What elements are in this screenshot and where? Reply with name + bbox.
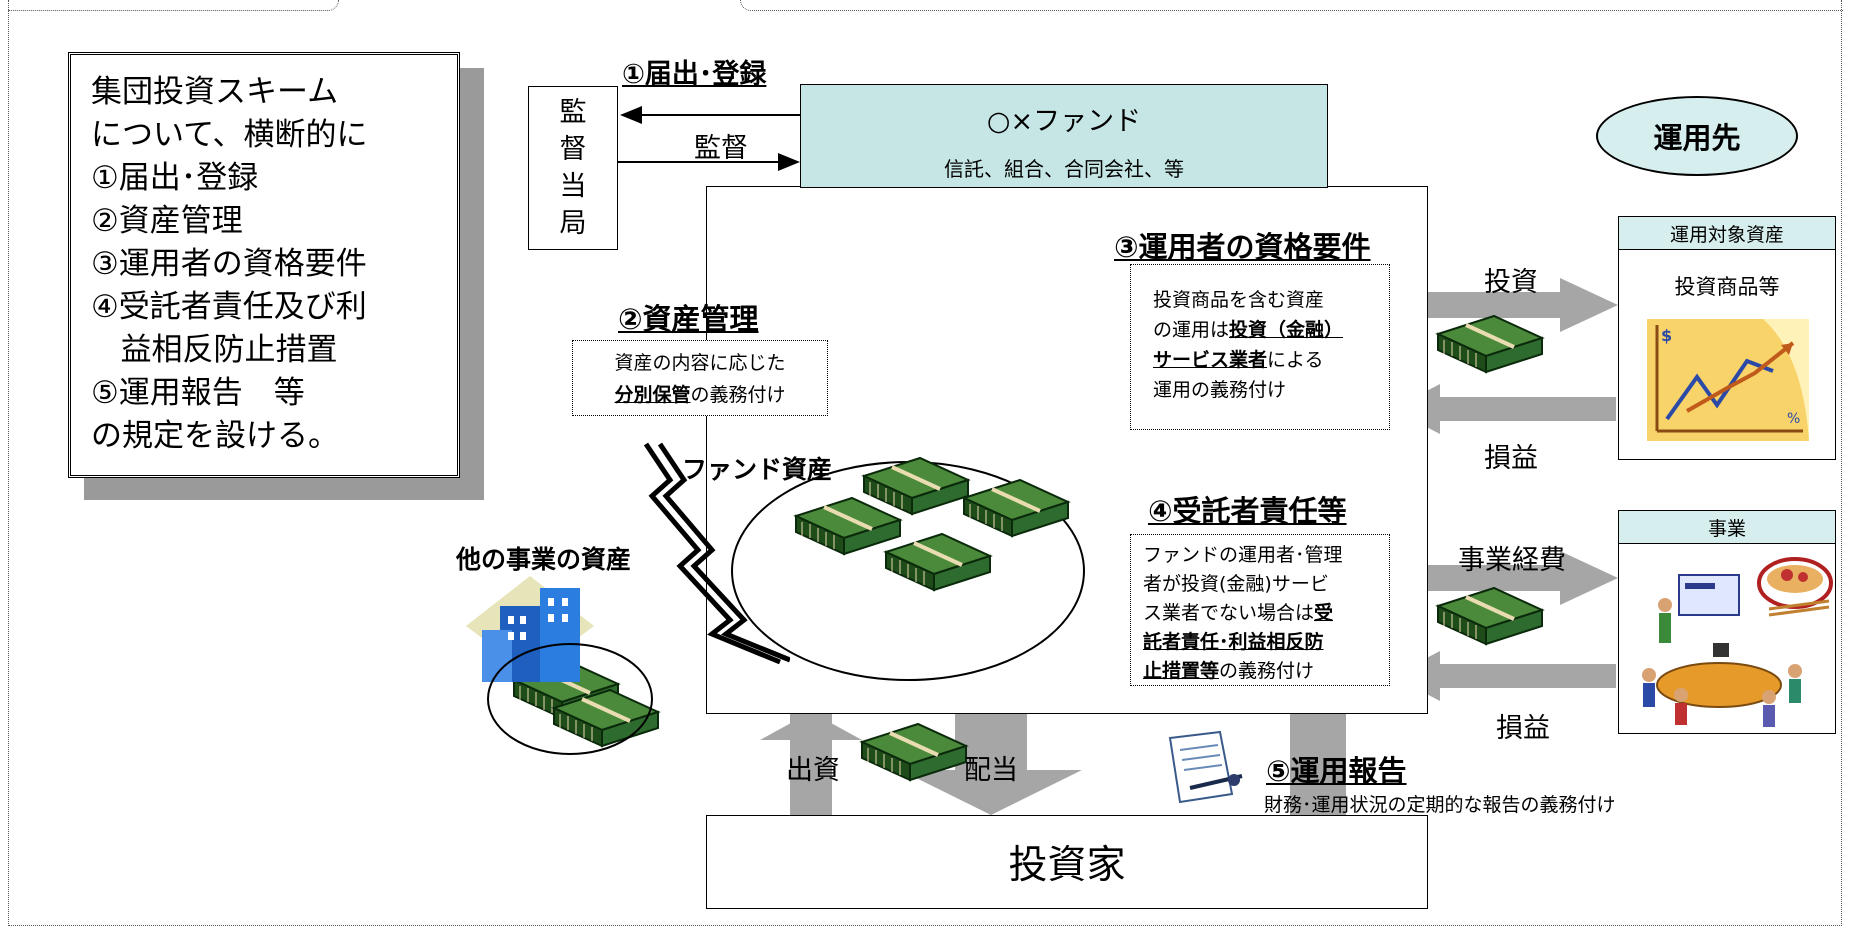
investee-oval: 運用先: [1596, 96, 1798, 176]
qualification-note: 投資商品を含む資産 の運用は投資（金融） サービス業者による 運用の義務付け: [1130, 264, 1390, 430]
document-pen-icon: [1168, 730, 1243, 804]
fiduciary-line-5a: 止措置等: [1143, 660, 1220, 682]
investee-business-box: 事業: [1618, 510, 1836, 734]
summary-line: ⑤運用報告 等: [91, 375, 305, 411]
fund-title: ○×ファンド: [986, 106, 1142, 137]
growth-chart-icon: $ %: [1647, 319, 1809, 441]
summary-line: の規定を設ける。: [91, 418, 339, 454]
fund-header: ○×ファンド 信託、組合、合同会社、等: [800, 84, 1328, 188]
registration-arrowhead: [620, 106, 642, 124]
page-border: [8, 0, 1842, 926]
dividend-label: 配当: [964, 755, 1018, 786]
svg-text:%: %: [1787, 411, 1800, 427]
fiduciary-note: ファンドの運用者･管理 者が投資(金融)サービ ス業者でない場合は受 託者責任･…: [1130, 534, 1390, 686]
summary-line: ④受託者責任及び利: [91, 289, 367, 325]
investee-asset-box-title: 運用対象資産: [1619, 217, 1835, 250]
expense-label: 事業経費: [1458, 545, 1566, 576]
fiduciary-line-3b: 受: [1314, 602, 1334, 624]
report-text: 財務･運用状況の定期的な報告の義務付け: [1264, 794, 1616, 816]
pnl2-shaft: [1440, 664, 1616, 688]
pnl2-label: 損益: [1496, 713, 1550, 744]
asset-mgmt-text-1: 資産の内容に応じた: [614, 352, 786, 374]
supervision-label: 監督: [694, 133, 748, 164]
qualification-line-2b: 投資（金融）: [1229, 319, 1344, 341]
summary-line: について、横断的に: [91, 117, 368, 153]
fund-subtitle: 信託、組合、合同会社、等: [944, 157, 1184, 181]
border-decoration: [740, 0, 1843, 11]
report-heading: ⑤運用報告: [1266, 754, 1407, 788]
fiduciary-line-5b: の義務付け: [1219, 660, 1315, 682]
summary-line: ①届出･登録: [91, 160, 259, 196]
contribution-label: 出資: [786, 755, 840, 786]
supervision-arrowhead: [778, 153, 800, 171]
regulator-box: 監 督 当 局: [528, 86, 618, 250]
summary-box: 集団投資スキーム について、横断的に ①届出･登録 ②資産管理 ③運用者の資格要…: [68, 52, 460, 478]
other-business-label: 他の事業の資産: [456, 545, 632, 574]
summary-line: 益相反防止措置: [91, 332, 338, 368]
meeting-restaurant-icon: [1642, 557, 1833, 727]
summary-line: 集団投資スキーム: [91, 74, 339, 110]
regulator-char: 当: [559, 171, 587, 202]
other-assets-ellipse: [487, 643, 653, 755]
regulator-char: 監: [559, 97, 587, 128]
summary-line: ③運用者の資格要件: [91, 246, 367, 282]
report-shaft: [1290, 712, 1346, 815]
qualification-line-3a: サービス業者: [1153, 349, 1268, 371]
investor-box: 投資家: [706, 815, 1428, 909]
investee-oval-label: 運用先: [1653, 121, 1741, 155]
invest-label: 投資: [1484, 267, 1538, 298]
qualification-line-4: 運用の義務付け: [1153, 379, 1287, 401]
asset-mgmt-heading: ②資産管理: [618, 302, 759, 336]
qualification-line-2a: の運用は: [1153, 319, 1230, 341]
fiduciary-line-4: 託者責任･利益相反防: [1143, 631, 1324, 653]
zigzag-separator: [643, 442, 790, 665]
svg-text:$: $: [1661, 326, 1672, 345]
qualification-line-3b: による: [1267, 349, 1324, 371]
investee-business-box-title: 事業: [1619, 511, 1835, 544]
asset-mgmt-bold: 分別保管: [614, 384, 691, 406]
fiduciary-heading: ④受託者責任等: [1148, 494, 1347, 528]
regulator-char: 局: [559, 208, 587, 239]
fund-assets-label: ファンド資産: [682, 455, 833, 484]
fiduciary-line-2: 者が投資(金融)サービ: [1143, 573, 1329, 595]
contribution-arrowhead: [760, 712, 862, 740]
qualification-line-1: 投資商品を含む資産: [1153, 289, 1325, 311]
investee-asset-box: 運用対象資産 投資商品等 $ %: [1618, 216, 1836, 460]
registration-heading: ①届出･登録: [622, 59, 767, 90]
asset-mgmt-note: 資産の内容に応じた 分別保管の義務付け: [572, 340, 828, 416]
fiduciary-line-1: ファンドの運用者･管理: [1143, 544, 1343, 566]
pnl1-label: 損益: [1484, 443, 1538, 474]
regulator-char: 督: [559, 134, 587, 165]
fiduciary-line-3a: ス業者でない場合は: [1143, 602, 1315, 624]
pnl1-shaft: [1440, 397, 1616, 421]
invest-arrowhead: [1560, 278, 1618, 332]
asset-mgmt-text-2: の義務付け: [690, 384, 786, 406]
qualification-heading: ③運用者の資格要件: [1114, 230, 1371, 264]
investee-asset-box-label: 投資商品等: [1674, 275, 1780, 299]
summary-line: ②資産管理: [91, 203, 243, 239]
expense-arrowhead: [1560, 551, 1618, 605]
